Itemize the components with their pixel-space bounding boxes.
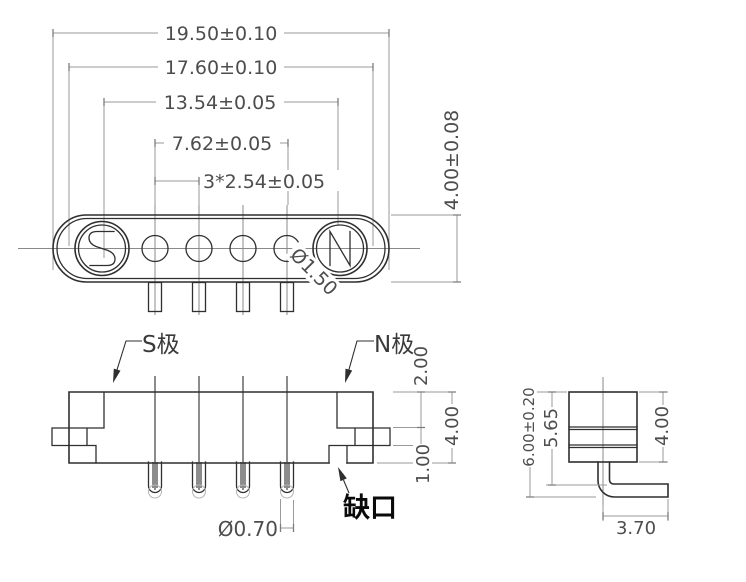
tip-extension-lines <box>280 499 294 532</box>
dim-width-text: 4.00±0.08 <box>441 110 463 211</box>
solder-tab <box>235 281 251 313</box>
pin-barrels <box>147 461 295 494</box>
dim-pin-span-text: 7.62±0.05 <box>172 133 273 155</box>
dim-total-height-group: 6.00±0.20 <box>520 387 538 467</box>
outer-housing-outline <box>52 214 390 283</box>
tip-dim-ticks <box>279 524 295 532</box>
north-magnet-circle <box>312 220 368 277</box>
south-magnet-inner-circle <box>77 224 127 273</box>
dim-pitch-text: 3*2.54±0.05 <box>203 171 325 193</box>
n-pole-arrowhead <box>345 368 353 383</box>
pin-tip-circle <box>192 484 206 499</box>
dim-body-length-text: 17.60±0.10 <box>165 57 278 79</box>
solder-tabs <box>147 281 295 313</box>
solder-tab <box>279 281 295 313</box>
pin-tip-circle <box>236 484 250 499</box>
body-outline <box>68 391 374 464</box>
dim-ticks <box>52 29 461 283</box>
pin-tip-diameter-text: Ø0.70 <box>218 517 278 541</box>
side-dim-body-height-group: 4.00 <box>652 405 673 447</box>
north-magnet-inner-circle <box>315 224 365 273</box>
south-magnet-circle <box>74 220 130 277</box>
pin-diameter-label: Ø1.50 <box>284 241 346 304</box>
dim-to-leg-group: 5.65 <box>541 407 562 449</box>
pin-tip-circle <box>280 484 294 499</box>
bent-leg-outline <box>597 461 669 498</box>
dim-magnet-span-text: 13.54±0.05 <box>164 92 277 114</box>
pin-tip-circle <box>148 484 162 499</box>
inner-housing-outline <box>56 217 386 280</box>
dim-body-height-text: 4.00 <box>442 406 463 446</box>
notch-arrowhead <box>338 467 347 482</box>
dim-top-step-text: 2.00 <box>411 346 432 386</box>
dim-leg-length-text: 3.70 <box>616 518 656 539</box>
n-pole-leader <box>347 340 374 374</box>
dim-top-step-group: 2.00 <box>411 346 432 386</box>
solder-tab <box>147 281 163 313</box>
pin-contact-2 <box>185 234 213 263</box>
right-flange-steps <box>328 391 391 464</box>
north-letter <box>329 229 351 268</box>
top-view: 19.50±0.10 17.60±0.10 13.54±0.05 7.62±0.… <box>18 22 463 315</box>
side-view: 6.00±0.20 5.65 4.00 3.70 <box>520 377 673 539</box>
south-letter <box>88 230 116 267</box>
pin-contact-3 <box>229 234 257 263</box>
pin-shaft-centerlines <box>154 376 288 490</box>
front-view: 2.00 4.00 1.00 Ø0.70 S极 N极 缺口 <box>51 332 463 541</box>
s-pole-leader <box>115 340 142 374</box>
n-pole-label: N极 <box>374 332 414 358</box>
pin-contact-1 <box>141 234 169 263</box>
dim-width-group: 4.00±0.08 <box>441 110 463 211</box>
left-flange-steps <box>51 391 105 464</box>
dim-to-leg-text: 5.65 <box>541 408 562 448</box>
notch-label: 缺口 <box>343 493 397 524</box>
s-pole-arrowhead <box>113 368 121 383</box>
dim-bottom-step-group: 1.00 <box>413 444 434 484</box>
s-pole-label: S极 <box>142 332 180 358</box>
dim-bottom-step-text: 1.00 <box>413 444 434 484</box>
dim-body-height-group: 4.00 <box>442 404 463 448</box>
side-dim-body-height-text: 4.00 <box>652 406 673 446</box>
notch-leader <box>342 479 350 494</box>
pin-centerlines <box>154 205 288 315</box>
solder-tab <box>191 281 207 313</box>
side-extension-lines <box>527 391 669 521</box>
dim-total-height-text: 6.00±0.20 <box>520 387 538 466</box>
pin-shaft-edges <box>152 462 290 488</box>
side-body-steps <box>568 426 638 449</box>
dim-outer-length-text: 19.50±0.10 <box>165 23 278 45</box>
